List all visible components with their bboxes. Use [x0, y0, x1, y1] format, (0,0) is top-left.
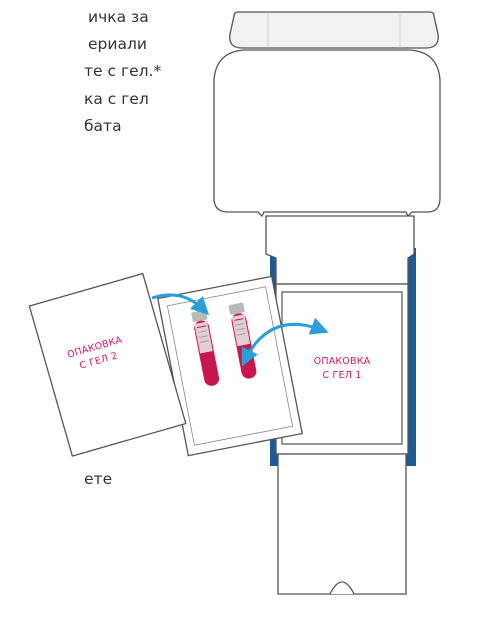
box-front-flap	[213, 49, 441, 218]
instruction-line-1: ичка за	[88, 8, 149, 26]
arrow-tray-to-box-swap	[241, 317, 329, 367]
instruction-line-4: ка с гел	[84, 90, 149, 108]
instruction-line-3: те с гел.*	[84, 62, 162, 80]
gel-pack-2	[28, 272, 187, 457]
gel-pack-1-label-line-2: С ГЕЛ 1	[322, 370, 361, 381]
box-thumb-notch	[329, 581, 355, 595]
box-lid	[229, 11, 439, 49]
instruction-line-2: ериали	[88, 35, 147, 53]
gel-pack-1-label-line-1: ОПАКОВКА	[314, 356, 371, 367]
arrow-gel-pack-2-to-tray	[151, 293, 210, 316]
instruction-line-5: бата	[84, 117, 122, 135]
gel-pack-1	[281, 291, 403, 445]
instruction-fragment-bottom: ете	[84, 470, 113, 488]
box-body	[265, 215, 416, 595]
box-back-panel	[265, 215, 415, 285]
box-bottom-flap	[277, 453, 407, 595]
